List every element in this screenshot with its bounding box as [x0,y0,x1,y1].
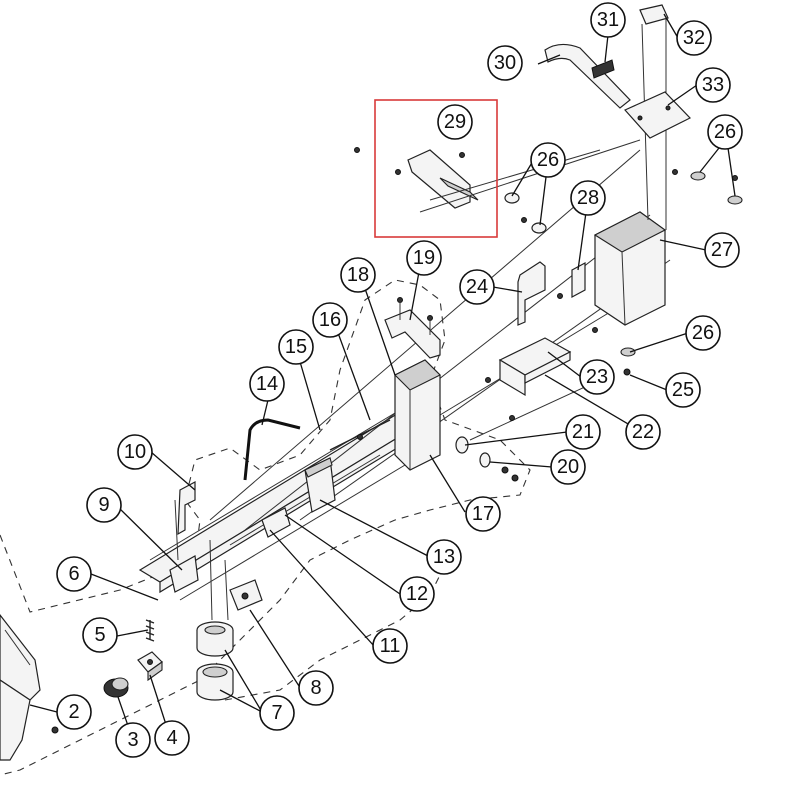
cylinder-pulleys [196,621,234,701]
svg-text:30: 30 [494,52,516,74]
callout-3: 3 [115,722,151,758]
callout-32: 32 [676,20,712,56]
callout-6: 6 [56,556,92,592]
svg-text:16: 16 [319,309,341,331]
callout-33: 33 [695,67,731,103]
svg-text:32: 32 [683,27,705,49]
washers [455,436,519,482]
callout-16: 16 [312,302,348,338]
callout-26-right: 26 [707,114,743,150]
callout-12: 12 [399,576,435,612]
callout-29: 29 [437,104,473,140]
callout-30: 30 [487,45,523,81]
svg-text:9: 9 [98,494,109,516]
callout-28: 28 [570,180,606,216]
motor-board [624,4,691,230]
callout-13: 13 [426,539,462,575]
callout-5: 5 [82,617,118,653]
svg-text:22: 22 [632,421,654,443]
right-frame [557,211,667,333]
callout-17: 17 [465,496,501,532]
svg-text:8: 8 [310,677,321,699]
washers-26-top [419,139,641,234]
end-block [384,297,441,471]
svg-text:24: 24 [466,276,488,298]
bracket-assembly [209,539,263,621]
svg-text:3: 3 [127,729,138,751]
rods [329,419,391,451]
callout-25: 25 [665,372,701,408]
svg-text:10: 10 [124,441,146,463]
callout-9: 9 [86,487,122,523]
svg-text:5: 5 [94,624,105,646]
svg-text:15: 15 [285,336,307,358]
callout-23: 23 [579,359,615,395]
svg-text:27: 27 [711,239,733,261]
callout-11: 11 [372,628,408,664]
svg-text:19: 19 [413,247,435,269]
block-part [137,651,163,682]
callout-10: 10 [117,434,153,470]
callout-20: 20 [550,449,586,485]
svg-text:2: 2 [68,701,79,723]
svg-text:20: 20 [557,456,579,478]
svg-text:26: 26 [537,149,559,171]
svg-text:12: 12 [406,583,428,605]
svg-text:13: 13 [433,546,455,568]
left-housing [0,614,59,761]
spring [145,619,155,642]
svg-text:7: 7 [271,702,282,724]
callout-18: 18 [340,257,376,293]
callout-15: 15 [278,329,314,365]
plate-29 [354,147,479,209]
callout-26-top: 26 [530,142,566,178]
callout-7: 7 [259,695,295,731]
flat-cable [544,43,631,109]
callout-19: 19 [406,240,442,276]
callout-31: 31 [590,2,626,38]
middle-blocks [261,457,336,538]
callout-2: 2 [56,694,92,730]
svg-text:33: 33 [702,74,724,96]
svg-text:28: 28 [577,187,599,209]
callout-14: 14 [249,366,285,402]
screws [620,169,743,376]
svg-text:6: 6 [68,563,79,585]
svg-text:4: 4 [166,727,177,749]
svg-text:23: 23 [586,366,608,388]
bracket-left [169,481,199,593]
svg-text:26: 26 [714,121,736,143]
callout-22: 22 [625,414,661,450]
callout-4: 4 [154,720,190,756]
svg-text:17: 17 [472,503,494,525]
svg-text:29: 29 [444,111,466,133]
svg-text:18: 18 [347,264,369,286]
callout-21: 21 [565,414,601,450]
callout-27: 27 [704,232,740,268]
svg-text:25: 25 [672,379,694,401]
highlight-box [374,99,498,238]
callout-8: 8 [298,670,334,706]
svg-text:14: 14 [256,373,278,395]
cable [243,418,301,481]
svg-text:26: 26 [692,322,714,344]
svg-text:31: 31 [597,9,619,31]
callout-24: 24 [459,269,495,305]
callout-26-lower: 26 [685,315,721,351]
svg-text:11: 11 [380,635,401,657]
plate-24 [517,261,546,326]
knob [103,677,129,698]
svg-text:21: 21 [572,421,594,443]
